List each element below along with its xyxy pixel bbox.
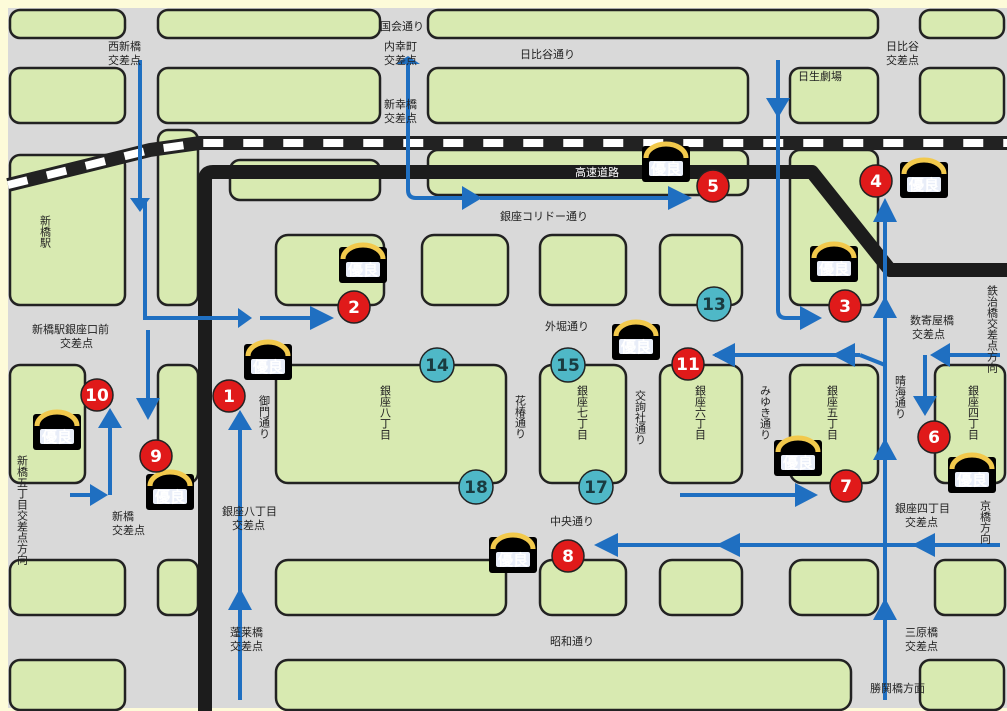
badge-9: 優良 xyxy=(146,472,194,510)
label-shinbashi5: 新橋五丁目交差点方向 xyxy=(16,454,29,565)
svg-text:18: 18 xyxy=(464,478,488,498)
badge-4: 優良 xyxy=(900,160,948,198)
label-nishishinbashi: 西新橋交差点 xyxy=(108,39,141,67)
label-ginza8-cross: 銀座八丁目交差点 xyxy=(222,504,277,532)
marker-15: 15 xyxy=(550,347,586,383)
marker-7: 7 xyxy=(829,469,863,503)
label-shinbashi-ginza: 新橋駅銀座口前交差点 xyxy=(32,322,109,350)
label-miyuki: みゆき通り xyxy=(759,385,772,440)
svg-text:優良: 優良 xyxy=(347,261,378,279)
marker-9: 9 xyxy=(139,439,173,473)
label-horai: 蓬莱橋交差点 xyxy=(230,625,263,653)
marker-10: 10 xyxy=(80,378,114,412)
svg-text:8: 8 xyxy=(562,547,574,567)
expressway-line xyxy=(198,165,1007,711)
svg-text:6: 6 xyxy=(928,428,940,448)
marker-17: 17 xyxy=(578,469,614,505)
badge-6: 優良 xyxy=(948,455,996,493)
svg-text:2: 2 xyxy=(348,298,360,318)
label-nissei: 日生劇場 xyxy=(798,69,842,83)
label-onari: 御門通り xyxy=(258,394,271,439)
label-shinsaiwai: 新幸橋交差点 xyxy=(384,97,417,125)
marker-3: 3 xyxy=(828,289,862,323)
label-ginza4: 銀座四丁目 xyxy=(967,384,980,440)
label-ginza8: 銀座八丁目 xyxy=(379,384,392,440)
svg-text:17: 17 xyxy=(584,478,608,498)
label-ginza6: 銀座六丁目 xyxy=(694,384,707,440)
teal-markers: 13 14 15 17 18 xyxy=(419,286,732,505)
svg-text:優良: 優良 xyxy=(252,358,283,376)
label-mihara: 三原橋交差点 xyxy=(905,625,938,653)
label-expressway: 高速道路 xyxy=(575,165,619,179)
route-arrows xyxy=(90,56,950,620)
badge-10: 優良 xyxy=(33,412,81,450)
label-hanatsubaki: 花椿通り xyxy=(514,395,527,439)
badge-3: 優良 xyxy=(810,244,858,282)
label-shinbashi-cross: 新橋交差点 xyxy=(112,509,145,537)
label-kojunsha: 交詢社通り xyxy=(634,389,647,445)
marker-6: 6 xyxy=(917,420,951,454)
marker-13: 13 xyxy=(696,286,732,322)
label-harumi: 晴海通り xyxy=(894,375,907,419)
svg-text:10: 10 xyxy=(85,386,109,406)
marker-1: 1 xyxy=(212,379,246,413)
map-labels: 西新橋交差点 国会通り 内幸町交差点 日比谷通り 日比谷交差点 日生劇場 新幸橋… xyxy=(16,20,999,695)
svg-text:優良: 優良 xyxy=(650,160,681,178)
svg-text:優良: 優良 xyxy=(497,551,528,569)
label-kokkai: 国会通り xyxy=(380,20,424,33)
red-markers: 1 2 3 4 5 6 7 8 9 10 11 xyxy=(80,164,951,573)
svg-text:優良: 優良 xyxy=(41,428,72,446)
svg-text:5: 5 xyxy=(707,177,719,197)
label-shinbashi-station: 新橋駅 xyxy=(39,214,52,249)
label-kyobashi: 京橋方向 xyxy=(979,499,992,544)
badge-2: 優良 xyxy=(339,245,387,283)
badge-8: 優良 xyxy=(489,535,537,573)
marker-14: 14 xyxy=(419,347,455,383)
label-ginza5: 銀座五丁目 xyxy=(826,384,839,440)
label-kachidoki: 勝鬨橋方面 xyxy=(870,681,925,695)
marker-8: 8 xyxy=(551,539,585,573)
label-ginza7: 銀座七丁目 xyxy=(576,384,589,440)
marker-5: 5 xyxy=(696,169,730,203)
marker-18: 18 xyxy=(458,469,494,505)
label-sotobori: 外堀通り xyxy=(545,320,589,333)
svg-text:優良: 優良 xyxy=(908,176,939,194)
badge-11: 優良 xyxy=(612,322,660,360)
marker-2: 2 xyxy=(337,290,371,324)
svg-text:13: 13 xyxy=(702,295,726,315)
label-showa: 昭和通り xyxy=(550,635,594,648)
svg-text:優良: 優良 xyxy=(956,471,987,489)
badge-5: 優良 xyxy=(642,144,690,182)
label-uchisaiwai: 内幸町交差点 xyxy=(384,39,417,67)
badges: 優良 優良 優良 優良 優良 優良 優良 優良 優良 優良 優良 xyxy=(33,144,996,573)
badge-1: 優良 xyxy=(244,342,292,380)
label-hibiya-dori: 日比谷通り xyxy=(520,48,575,61)
svg-text:7: 7 xyxy=(840,477,852,497)
svg-text:優良: 優良 xyxy=(154,488,185,506)
svg-text:優良: 優良 xyxy=(620,338,651,356)
railway xyxy=(6,136,1007,192)
marker-11: 11 xyxy=(671,347,705,381)
svg-text:3: 3 xyxy=(839,297,851,317)
badge-7: 優良 xyxy=(774,438,822,476)
svg-text:優良: 優良 xyxy=(818,260,849,278)
marker-4: 4 xyxy=(859,164,893,198)
svg-text:1: 1 xyxy=(223,387,235,407)
label-hibiya-cross: 日比谷交差点 xyxy=(886,40,919,67)
label-sukiyabashi: 数寄屋橋交差点 xyxy=(910,313,954,341)
label-corridor: 銀座コリドー通り xyxy=(500,209,588,223)
svg-text:11: 11 xyxy=(676,355,700,375)
svg-text:15: 15 xyxy=(556,356,580,376)
label-tetsu: 鉄治橋交差点方向 xyxy=(986,284,999,373)
label-ginza4-cross: 銀座四丁目交差点 xyxy=(895,501,950,529)
svg-text:優良: 優良 xyxy=(782,454,813,472)
svg-text:14: 14 xyxy=(425,356,449,376)
label-chuo: 中央通り xyxy=(550,515,594,528)
svg-text:9: 9 xyxy=(150,447,162,467)
svg-text:4: 4 xyxy=(870,172,882,192)
